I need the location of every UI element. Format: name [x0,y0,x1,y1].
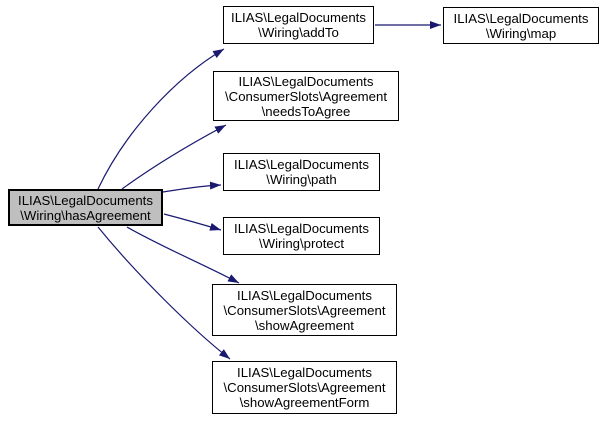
edge-hasAgreement-needsToAgree [121,124,227,190]
node-agreement-showAgreement[interactable]: ILIAS\LegalDocuments \ConsumerSlots\Agre… [212,284,397,336]
node-agreement-showAgreementForm[interactable]: ILIAS\LegalDocuments \ConsumerSlots\Agre… [212,361,397,414]
node-agreement-needsToAgree[interactable]: ILIAS\LegalDocuments \ConsumerSlots\Agre… [213,71,399,121]
node-wiring-addTo[interactable]: ILIAS\LegalDocuments \Wiring\addTo [223,6,374,44]
node-wiring-path[interactable]: ILIAS\LegalDocuments \Wiring\path [223,153,380,191]
edge-hasAgreement-protect [163,213,222,231]
node-wiring-hasAgreement[interactable]: ILIAS\LegalDocuments \Wiring\hasAgreemen… [8,189,163,226]
edge-hasAgreement-addTo [97,48,225,190]
node-wiring-protect[interactable]: ILIAS\LegalDocuments \Wiring\protect [223,217,380,255]
edge-hasAgreement-showAgreement [126,226,240,284]
edge-hasAgreement-path [162,181,222,193]
node-wiring-map[interactable]: ILIAS\LegalDocuments \Wiring\map [443,7,599,44]
edge-hasAgreement-showAgreementForm [97,226,231,360]
